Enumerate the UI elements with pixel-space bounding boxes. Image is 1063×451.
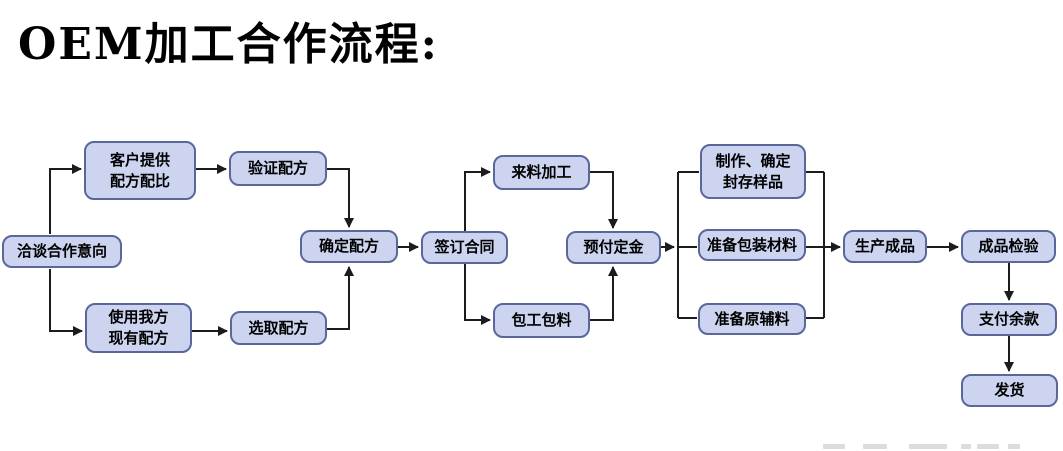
flow-node-negotiate: 洽谈合作意向 xyxy=(2,235,122,268)
flow-node-pay-balance: 支付余款 xyxy=(961,303,1057,336)
flow-node-sign-contract: 签订合同 xyxy=(421,231,508,264)
watermark-fragment xyxy=(977,444,999,449)
edge-negotiate-useour xyxy=(49,269,83,336)
watermark xyxy=(815,444,1055,451)
edge-select-confirm xyxy=(327,266,354,330)
flow-node-incoming-processing: 来料加工 xyxy=(493,155,590,190)
flow-node-customer-formula: 客户提供 配方配比 xyxy=(84,141,196,200)
flow-node-make-seal-sample: 制作、确定 封存样品 xyxy=(700,144,806,199)
watermark-fragment xyxy=(909,444,947,449)
flow-node-use-our-formula: 使用我方 现有配方 xyxy=(85,303,192,353)
edge-contract-fullpackage xyxy=(464,264,491,325)
watermark-fragment xyxy=(823,444,845,449)
edge-negotiate-customer xyxy=(49,164,82,234)
flow-node-prepare-raw: 准备原辅料 xyxy=(698,303,806,335)
flow-node-verify-formula: 验证配方 xyxy=(229,151,327,186)
flow-node-produce-goods: 生产成品 xyxy=(843,230,927,263)
flow-node-pay-deposit: 预付定金 xyxy=(566,231,661,264)
watermark-fragment xyxy=(961,444,971,449)
watermark-fragment xyxy=(863,444,887,449)
edge-incoming-deposit xyxy=(590,171,618,229)
edge-verify-confirm xyxy=(327,168,354,228)
flow-node-select-formula: 选取配方 xyxy=(230,311,327,345)
page-title: OEM加工合作流程: xyxy=(18,19,439,70)
flow-node-final-inspection: 成品检验 xyxy=(961,230,1056,263)
watermark-fragment xyxy=(1008,444,1020,449)
edge-contract-incoming xyxy=(464,167,491,231)
flow-node-prepare-packaging: 准备包装材料 xyxy=(698,229,806,261)
flow-node-full-package: 包工包料 xyxy=(493,303,590,338)
edge-fullpackage-deposit xyxy=(590,266,618,321)
flow-node-confirm-formula: 确定配方 xyxy=(300,230,398,263)
flow-node-ship-goods: 发货 xyxy=(961,374,1058,407)
